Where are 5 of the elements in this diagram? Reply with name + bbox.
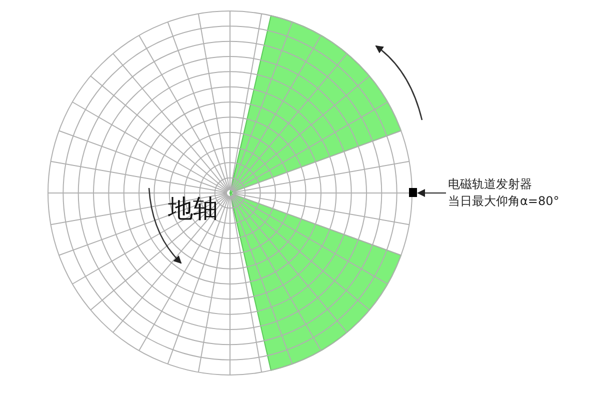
launcher-marker [409, 188, 417, 197]
annotation-text: 电磁轨道发射器 [448, 176, 533, 193]
leader-line [417, 189, 446, 197]
annotation-text: 当日最大仰角α=80° [448, 193, 560, 210]
axis-label: 地轴 [168, 193, 218, 225]
